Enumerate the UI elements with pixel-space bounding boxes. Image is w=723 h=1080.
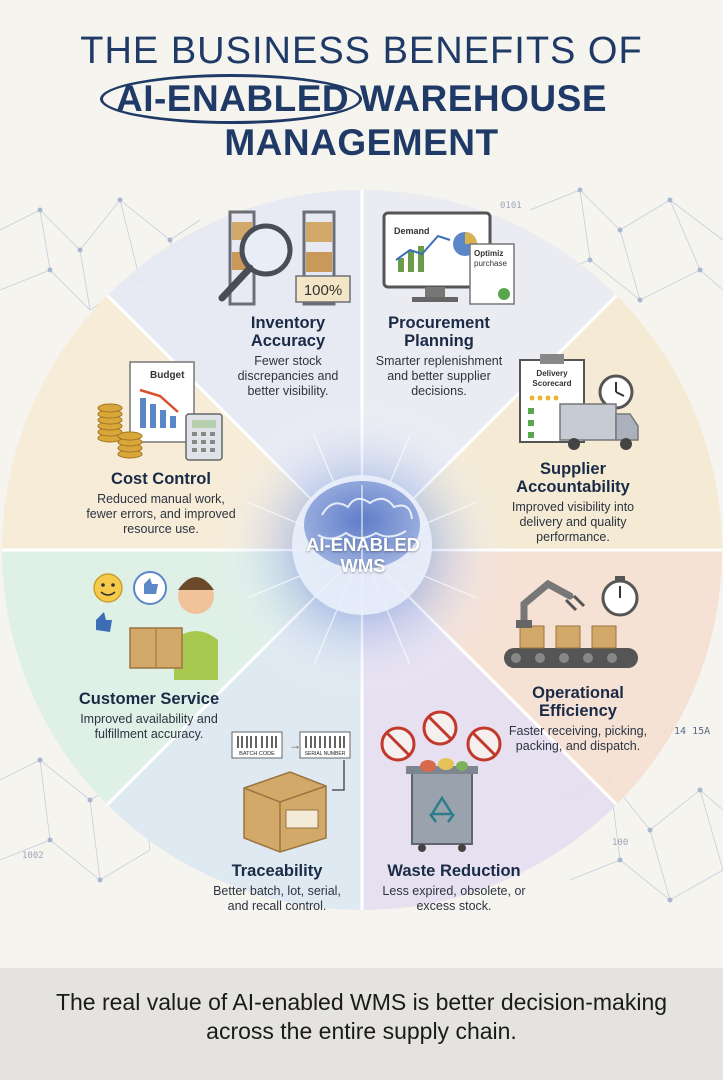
section-text: Improved visibility into delivery and qu… xyxy=(511,500,635,544)
accuracy-badge: 100% xyxy=(304,282,342,299)
page-title-line1: THE BUSINESS BENEFITS OF xyxy=(80,30,643,72)
section-text: Smarter replenishment and better supplie… xyxy=(375,354,503,398)
section-cost-control: Cost Control Reduced manual work, fewer … xyxy=(82,470,240,537)
section-supplier-accountability: Supplier Accountability Improved visibil… xyxy=(498,460,648,545)
section-operational-efficiency: Operational Efficiency Faster receiving,… xyxy=(506,684,650,754)
section-text: Reduced manual work, fewer errors, and i… xyxy=(86,492,236,536)
decor-code-4: 100 xyxy=(612,838,628,848)
section-title: Cost Control xyxy=(111,470,211,488)
purchase-label: purchase xyxy=(474,259,507,268)
section-waste-reduction: Waste Reduction Less expired, obsolete, … xyxy=(376,862,532,914)
brain-icon xyxy=(292,475,432,615)
page-title-line2: AI-ENABLED WAREHOUSE xyxy=(115,78,608,119)
section-title: Supplier Accountability xyxy=(516,460,630,496)
center-label: AI-ENABLED WMS xyxy=(305,534,421,576)
batch-code-label: BATCH CODE xyxy=(239,751,275,757)
serial-number-label: SERIAL NUMBER xyxy=(305,751,346,757)
robot-arm-conveyor-icon xyxy=(504,576,639,668)
section-title: Customer Service xyxy=(78,690,220,708)
scorecard-truck-icon: Delivery Scorecard xyxy=(519,354,639,450)
section-inventory-accuracy: Inventory Accuracy Fewer stock discrepan… xyxy=(224,314,352,399)
happy-customer-icon xyxy=(93,571,218,680)
footer-text: The real value of AI-enabled WMS is bett… xyxy=(55,989,668,1044)
page-title-line3: MANAGEMENT xyxy=(224,122,499,163)
section-customer-service: Customer Service Improved availability a… xyxy=(74,690,224,742)
section-text: Improved availability and fulfillment ac… xyxy=(80,712,218,741)
section-text: Less expired, obsolete, or excess stock. xyxy=(382,884,526,913)
demand-label: Demand xyxy=(394,226,430,236)
budget-coins-icon: Budget xyxy=(97,361,223,461)
decor-code-1: 0101 xyxy=(500,201,522,211)
recycle-bin-icon xyxy=(380,710,502,852)
footer-band xyxy=(0,968,723,1080)
magnifier-shelves-icon: 100% xyxy=(218,210,351,306)
delivery-label: Delivery xyxy=(536,369,568,378)
section-title: Waste Reduction xyxy=(387,862,521,880)
section-procurement-planning: Procurement Planning Smarter replenishme… xyxy=(364,314,514,399)
section-text: Better batch, lot, serial, and recall co… xyxy=(213,884,341,913)
scorecard-label: Scorecard xyxy=(532,379,571,388)
monitor-chart-icon: Demand Optimiz purchase xyxy=(382,211,515,305)
section-traceability: Traceability Better batch, lot, serial, … xyxy=(202,862,352,914)
title-highlight-ring xyxy=(100,74,362,124)
budget-label: Budget xyxy=(150,370,185,381)
decor-code-2: 2/14 15A xyxy=(662,726,710,737)
section-title: Operational Efficiency xyxy=(532,684,624,720)
section-text: Faster receiving, picking, packing, and … xyxy=(508,724,648,753)
section-title: Procurement Planning xyxy=(388,314,490,350)
optimize-label: Optimiz xyxy=(474,249,503,258)
section-text: Fewer stock discrepancies and better vis… xyxy=(237,354,339,398)
decor-code-3: 1002 xyxy=(22,851,44,861)
svg-text:→: → xyxy=(289,738,301,752)
barcode-box-icon: BATCH CODE → SERIAL NUMBER xyxy=(231,731,351,853)
section-title: Traceability xyxy=(231,862,323,880)
section-title: Inventory Accuracy xyxy=(250,314,326,350)
